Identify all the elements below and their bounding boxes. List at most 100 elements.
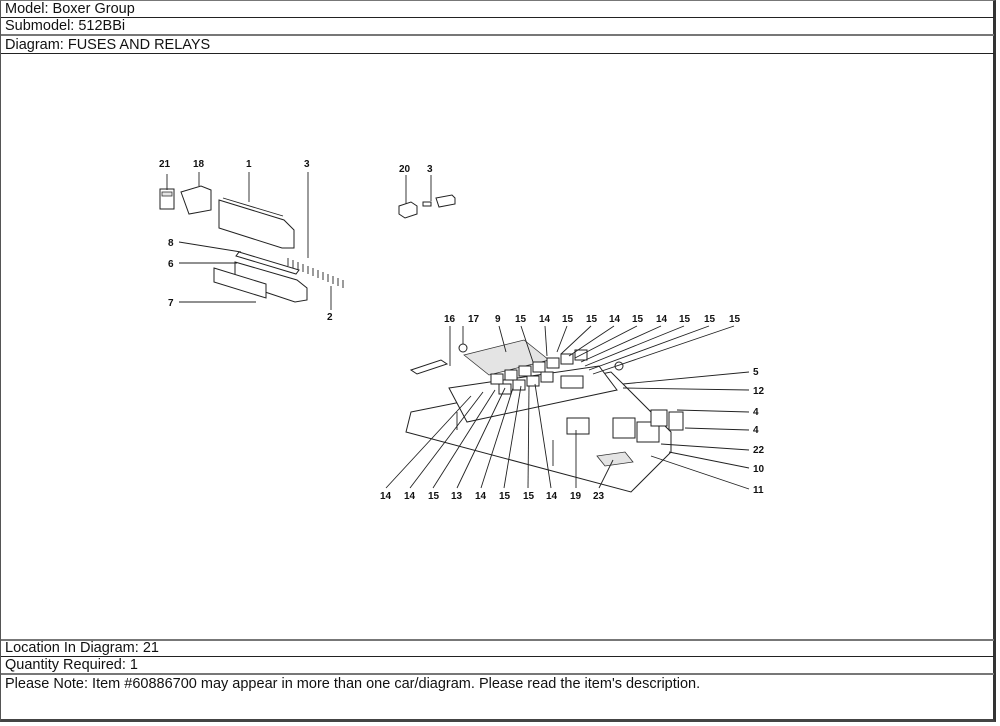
diagram-shape <box>668 411 684 431</box>
fuses-relays-illustration: 21 18 1 3 8 6 7 2 20 3 <box>159 159 765 502</box>
leader-line <box>456 387 506 489</box>
leader-line <box>544 325 548 357</box>
callout: 8 <box>168 238 174 249</box>
leader-line <box>598 459 614 489</box>
board-right-leaders <box>622 371 750 490</box>
diagram-shape <box>435 194 456 208</box>
callout: 12 <box>753 386 765 397</box>
leader-line <box>622 387 750 391</box>
part-7-cover <box>213 267 267 299</box>
submodel-row: Submodel: 512BBi <box>1 18 994 36</box>
leader-line <box>668 451 750 469</box>
callout: 15 <box>515 314 527 325</box>
callout: 23 <box>593 491 605 502</box>
diagram-shape <box>546 357 560 369</box>
callout: 4 <box>753 407 759 418</box>
callout: 14 <box>539 314 551 325</box>
leader-line <box>574 325 638 359</box>
callout: 14 <box>475 491 487 502</box>
leader-line <box>178 241 242 253</box>
callout: 1 <box>246 159 252 170</box>
leader-line <box>520 325 534 363</box>
leader-line <box>676 409 750 413</box>
leader-line <box>385 395 472 489</box>
leader-line <box>432 389 496 489</box>
note-row: Please Note: Item #60886700 may appear i… <box>1 676 994 718</box>
board-top-callouts: 16 17 9 15 14 15 15 14 15 14 15 15 15 <box>444 314 741 325</box>
callout: 15 <box>679 314 691 325</box>
callout: 6 <box>168 259 174 270</box>
board-bottom-callouts: 14 14 15 13 14 15 15 14 19 23 <box>380 491 605 502</box>
leader-line <box>534 383 552 489</box>
board-bottom-leaders <box>385 383 614 489</box>
callout: 5 <box>753 367 759 378</box>
location-label: Location In Diagram: 21 <box>5 640 159 656</box>
callout: 17 <box>468 314 480 325</box>
callout: 14 <box>404 491 416 502</box>
callout: 10 <box>753 464 765 475</box>
leader-line <box>622 371 750 385</box>
diagram-shape <box>560 353 574 365</box>
part-17-nut <box>458 343 468 353</box>
leader-line <box>684 427 750 431</box>
part-20-connector <box>398 201 418 219</box>
callout: 14 <box>656 314 668 325</box>
diagram-shape <box>636 421 660 443</box>
location-row: Location In Diagram: 21 <box>1 640 994 657</box>
part-8-strip <box>235 251 300 275</box>
part-16-bracket <box>409 359 449 375</box>
callout: 15 <box>729 314 741 325</box>
leader-line <box>409 391 484 489</box>
callout: 15 <box>632 314 644 325</box>
diagram-label: Diagram: FUSES AND RELAYS <box>5 37 211 53</box>
leader-line <box>503 385 522 489</box>
diagram-row: Diagram: FUSES AND RELAYS <box>1 37 994 54</box>
diagram-shape <box>532 361 546 373</box>
callout: 14 <box>609 314 621 325</box>
diagram-shape <box>222 197 284 217</box>
model-label: Model: Boxer Group <box>5 1 135 17</box>
item-note: Please Note: Item #60886700 may appear i… <box>5 676 701 692</box>
callout: 20 <box>399 164 411 175</box>
leader-line <box>584 325 685 367</box>
left-group-callouts: 21 18 1 3 8 6 7 2 <box>159 159 333 323</box>
callout: 21 <box>159 159 171 170</box>
leader-line <box>568 325 615 357</box>
callout: 3 <box>427 164 433 175</box>
diagram-shape <box>422 201 432 207</box>
diagram-shape <box>161 191 173 197</box>
quantity-row: Quantity Required: 1 <box>1 657 994 675</box>
diagram-shape <box>490 373 504 385</box>
callout: 18 <box>193 159 205 170</box>
callout: 2 <box>327 312 333 323</box>
board-top-leaders <box>449 325 735 375</box>
board-right-callouts: 5 12 4 4 22 10 11 <box>753 367 765 496</box>
leader-line <box>556 325 568 353</box>
diagram-shape <box>512 379 526 391</box>
part-12-relay <box>560 375 584 389</box>
submodel-label: Submodel: 512BBi <box>5 18 126 34</box>
callout: 15 <box>499 491 511 502</box>
leader-line <box>588 325 710 371</box>
callout: 15 <box>523 491 535 502</box>
diagram-shape <box>526 375 540 387</box>
callout: 13 <box>451 491 463 502</box>
leader-line <box>560 325 592 355</box>
part-2-fuse-row <box>287 258 344 288</box>
callout: 7 <box>168 298 174 309</box>
fuse-connector: 20 3 <box>398 164 456 219</box>
fuse-box-assembly <box>159 185 344 303</box>
leader-line <box>527 385 530 489</box>
parts-diagram: 21 18 1 3 8 6 7 2 20 3 <box>1 54 994 641</box>
callout: 11 <box>753 485 764 496</box>
diagram-shape <box>287 258 344 288</box>
leader-line <box>592 325 735 375</box>
left-group-leaders <box>166 172 332 310</box>
diagram-shape <box>540 371 554 383</box>
callout: 14 <box>546 491 558 502</box>
callout: 4 <box>753 425 759 436</box>
callout: 9 <box>495 314 501 325</box>
callout: 15 <box>428 491 440 502</box>
leader-line <box>660 443 750 451</box>
